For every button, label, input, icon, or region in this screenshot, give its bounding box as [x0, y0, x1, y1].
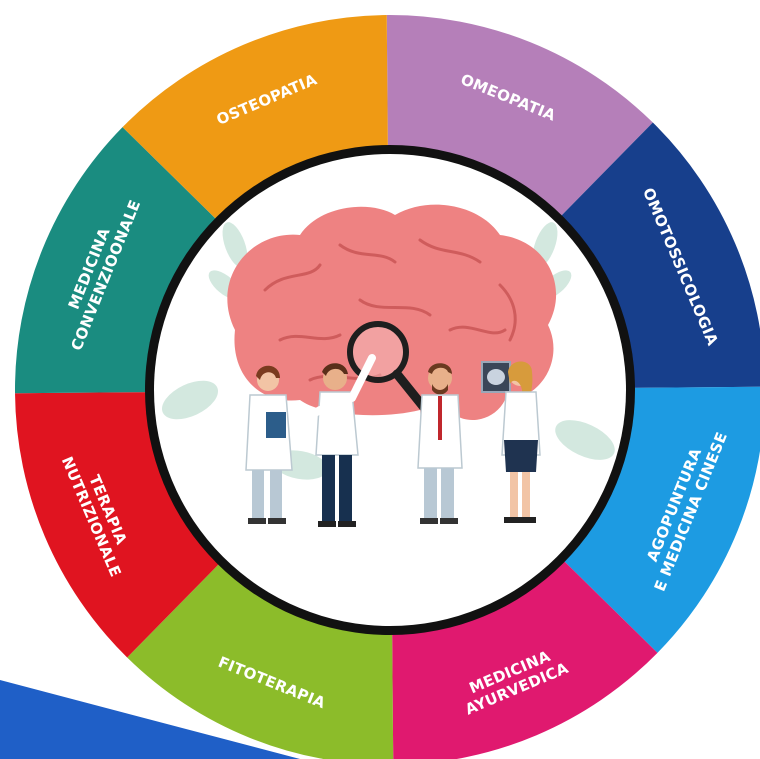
brain-with-doctors-illustration [161, 204, 615, 527]
corner-accent-shape [0, 680, 300, 759]
wheel-segment [558, 122, 760, 388]
wheel-segment [122, 15, 388, 222]
wheel-segment [561, 386, 760, 653]
doctor-figure-1 [245, 365, 293, 524]
wheel-segment [386, 14, 653, 219]
doctor-figure-2 [292, 354, 376, 527]
wheel-segment [15, 392, 222, 658]
wheel-segment [127, 561, 394, 759]
wheel-segment [392, 558, 658, 759]
doctor-figure-3 [417, 363, 463, 524]
wheel-segment [14, 127, 219, 394]
doctor-figure-4 [481, 361, 541, 523]
brain-icon [227, 204, 557, 467]
